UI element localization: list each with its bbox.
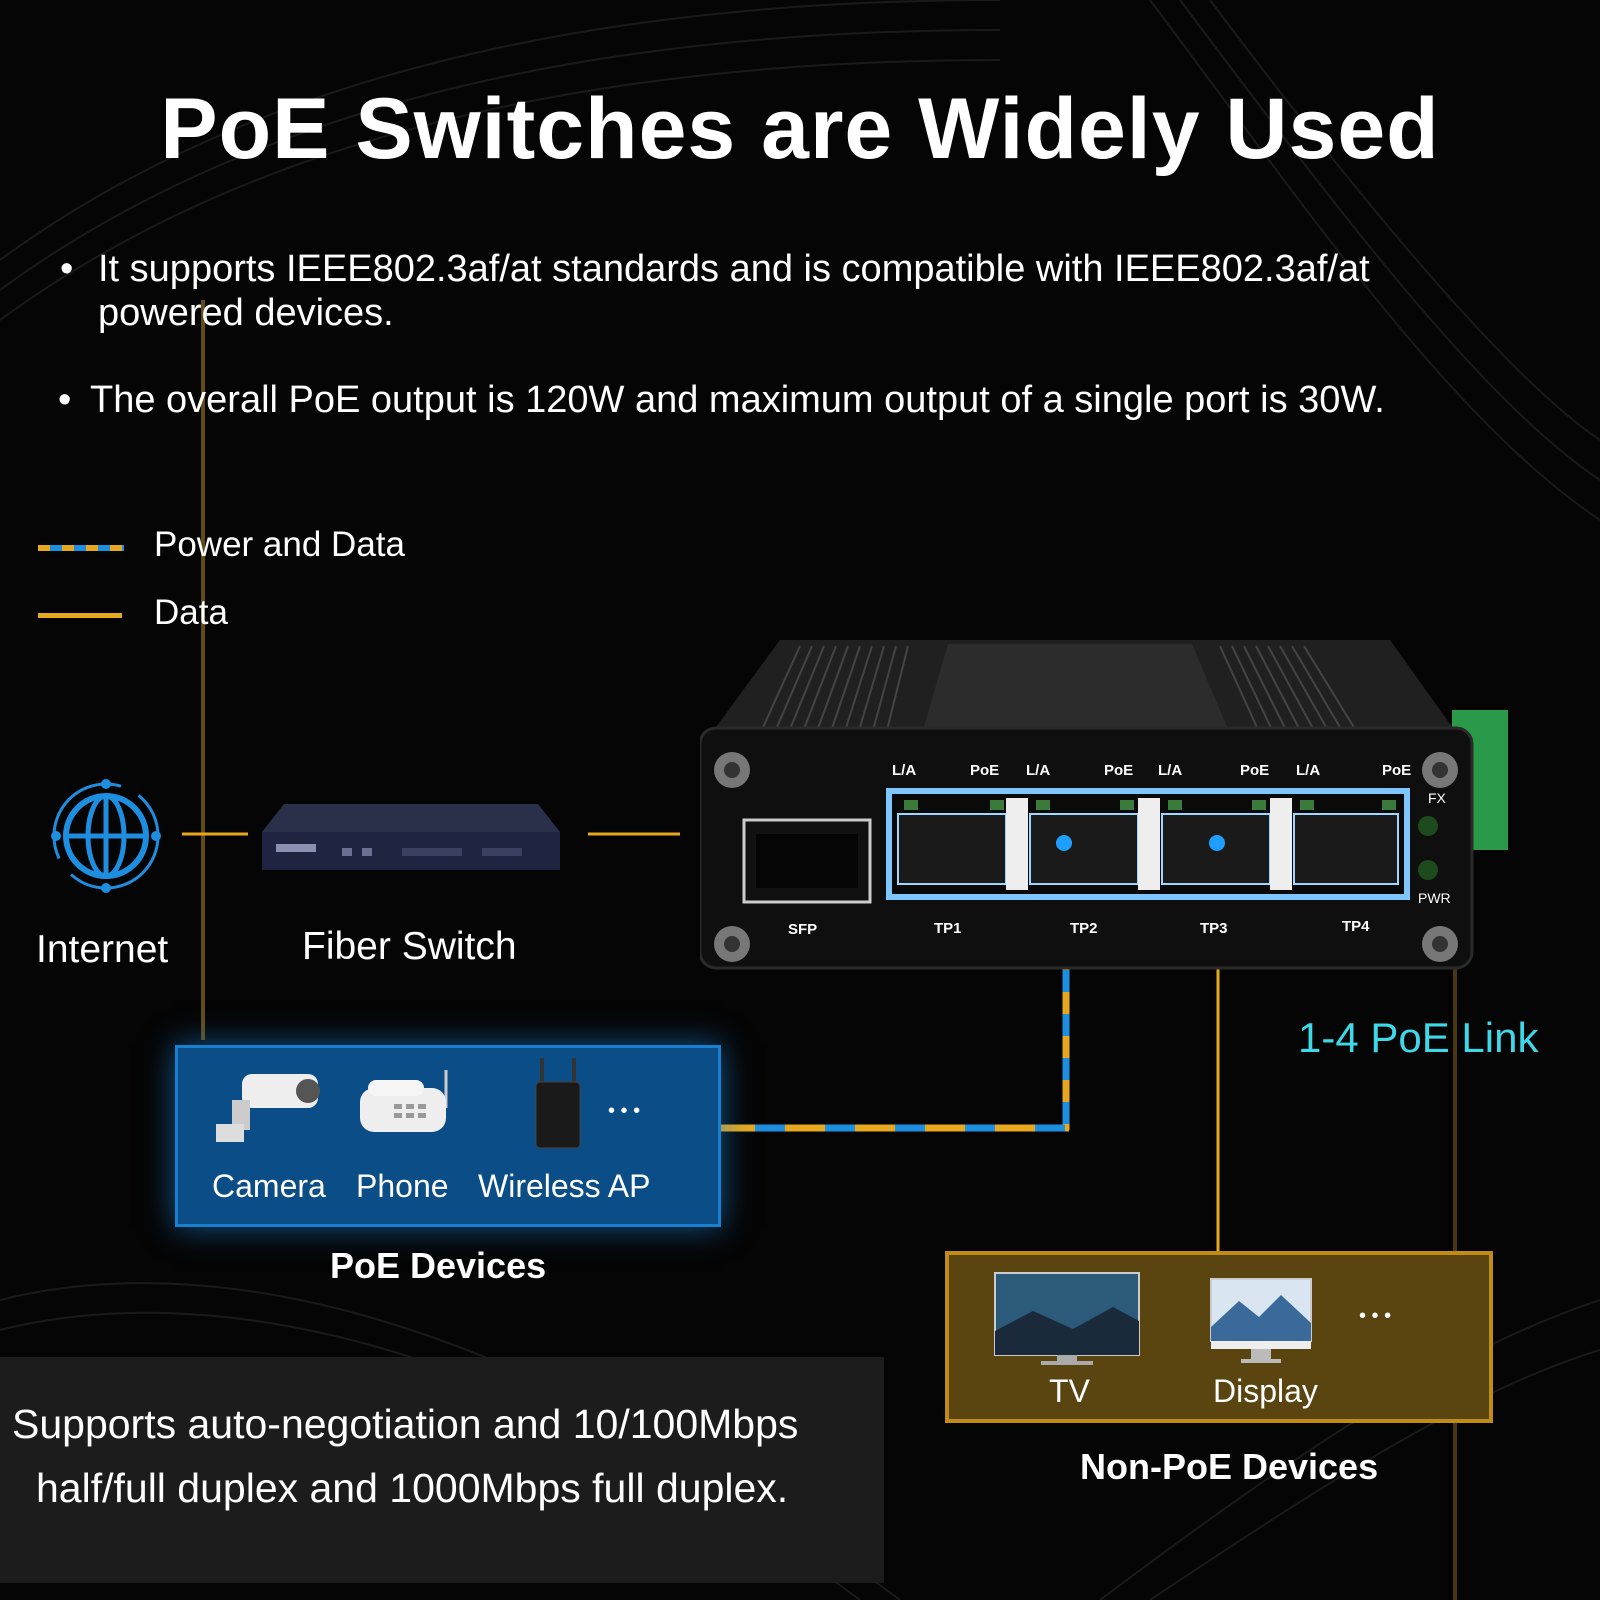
phone-label: Phone [356, 1168, 449, 1204]
poe-link-label: 1-4 PoE Link [1298, 1014, 1539, 1061]
port-label-poe-4: PoE [1382, 762, 1412, 779]
port-label-poe-1: PoE [970, 762, 1000, 779]
port-label-la-2: L/A [1026, 762, 1051, 779]
nonpoe-devices-ellipsis: • • • [1359, 1305, 1392, 1327]
port-label-pwr: PWR [1418, 890, 1451, 906]
port-label-sfp: SFP [788, 921, 818, 938]
globe-icon [51, 779, 161, 893]
bullet-output-text: The overall PoE output is 120W and maxim… [90, 379, 1385, 421]
bullet-output: • The overall PoE output is 120W and max… [58, 378, 1590, 422]
bullet-standards-text: It supports IEEE802.3af/at standards and… [98, 248, 1370, 334]
port-label-la-3: L/A [1158, 762, 1183, 779]
port-label-la-4: L/A [1296, 762, 1321, 779]
note-line-2: half/full duplex and 1000Mbps full duple… [36, 1465, 789, 1511]
fiber-switch-image [262, 804, 560, 870]
internet-label: Internet [36, 928, 169, 971]
tv-icon [994, 1272, 1140, 1365]
port-label-tp2: TP2 [1070, 920, 1098, 937]
display-label: Display [1213, 1373, 1318, 1409]
legend-data-label: Data [154, 593, 228, 632]
port-label-fx: FX [1428, 790, 1446, 806]
port-label-tp4: TP4 [1342, 918, 1370, 935]
port-label-poe-2: PoE [1104, 762, 1134, 779]
page-title: PoE Switches are Widely Used [160, 81, 1440, 177]
port-label-tp3: TP3 [1200, 920, 1228, 937]
tv-label: TV [1049, 1373, 1090, 1409]
legend-power-data-label: Power and Data [154, 525, 405, 564]
poe-devices-ellipsis: • • • [608, 1100, 641, 1122]
poe-devices-caption: PoE Devices [330, 1245, 547, 1286]
bullet-standards: • It supports IEEE802.3af/at standards a… [60, 247, 1518, 335]
display-icon [1210, 1278, 1312, 1363]
note-line-1: Supports auto-negotiation and 10/100Mbps [12, 1401, 799, 1447]
port-label-la-1: L/A [892, 762, 917, 779]
phone-icon [360, 1070, 448, 1132]
poe-switch-image [700, 640, 1508, 970]
wireless-ap-label: Wireless AP [478, 1168, 651, 1204]
bullet-dot: • [58, 379, 72, 421]
port-label-tp1: TP1 [934, 920, 962, 937]
camera-icon [216, 1074, 320, 1142]
wireless-ap-icon [535, 1058, 581, 1149]
fiber-switch-label: Fiber Switch [302, 925, 517, 968]
legend-data-line [38, 613, 122, 618]
nonpoe-devices-box: • • • TV Display [945, 1251, 1493, 1423]
legend-power-data-line [38, 545, 124, 551]
bullet-dot: • [60, 248, 74, 290]
poe-devices-box: • • • Camera Phone Wireless AP [175, 1045, 721, 1227]
auto-negotiation-note: Supports auto-negotiation and 10/100Mbps… [0, 1357, 884, 1583]
port-label-poe-3: PoE [1240, 762, 1270, 779]
camera-label: Camera [212, 1168, 326, 1204]
nonpoe-devices-caption: Non-PoE Devices [1080, 1446, 1379, 1487]
